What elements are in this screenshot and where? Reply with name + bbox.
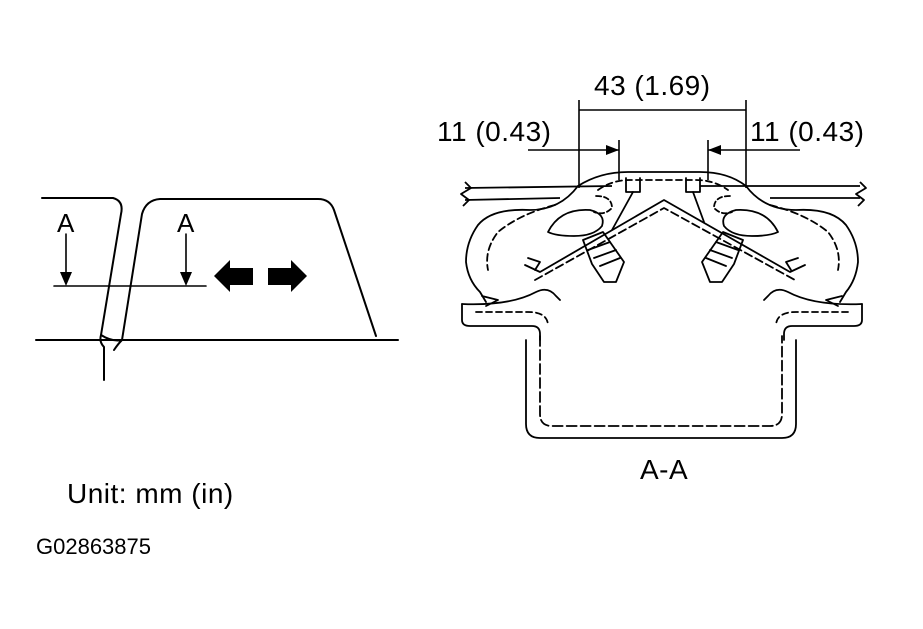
roof-break-right	[855, 181, 867, 207]
clip-left	[582, 231, 625, 283]
label-a-right: A	[177, 208, 195, 238]
channel-inner	[539, 335, 783, 427]
molding-cap	[577, 171, 747, 187]
roof-panel	[460, 181, 867, 207]
roof-break-left	[460, 181, 472, 207]
arrow-right-icon	[268, 260, 307, 292]
arrow-left-icon	[214, 260, 253, 292]
dim-a-right-arrowhead	[180, 272, 192, 286]
flange-right	[783, 303, 863, 341]
channel-outer	[525, 339, 797, 439]
dim-11-right-arrowhead	[708, 145, 721, 155]
clip-right	[701, 231, 744, 283]
molding-right-wing	[745, 185, 859, 303]
molding-left-wing	[465, 185, 579, 303]
section-dimensions	[528, 100, 800, 188]
molding-side-view	[35, 197, 399, 381]
unit-note: Unit: mm (in)	[67, 478, 234, 509]
left-panel-outline	[41, 197, 123, 381]
dim-11-left-arrowhead	[606, 145, 619, 155]
ridge-inner	[534, 207, 796, 281]
flange-left	[461, 303, 541, 341]
dim-11-left-label: 11 (0.43)	[437, 116, 552, 147]
seam-joint	[100, 334, 123, 351]
dim-43-label: 43 (1.69)	[594, 70, 711, 101]
right-panel-outline	[121, 198, 377, 341]
section-label: A-A	[640, 454, 689, 485]
figure-id: G02863875	[36, 534, 151, 559]
dim-a-left-arrowhead	[60, 272, 72, 286]
label-a-left: A	[57, 208, 75, 238]
dim-11-right-label: 11 (0.43)	[750, 116, 865, 147]
molding-section	[461, 171, 863, 439]
